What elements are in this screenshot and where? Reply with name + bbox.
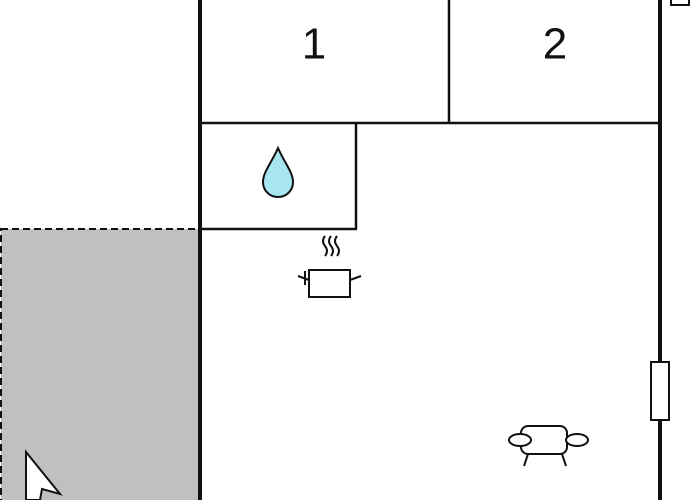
interior-walls xyxy=(200,0,660,231)
cooking-pot-icon xyxy=(297,235,362,298)
room-label-1: 1 xyxy=(302,20,326,69)
terrace-area xyxy=(0,228,201,500)
window xyxy=(650,361,670,421)
exterior-walls xyxy=(198,0,662,500)
corner-post xyxy=(670,0,690,6)
water-drop-icon xyxy=(261,145,295,199)
room-label-2: 2 xyxy=(543,20,567,69)
north-arrow-icon xyxy=(25,449,63,500)
sofa-icon xyxy=(508,425,589,467)
